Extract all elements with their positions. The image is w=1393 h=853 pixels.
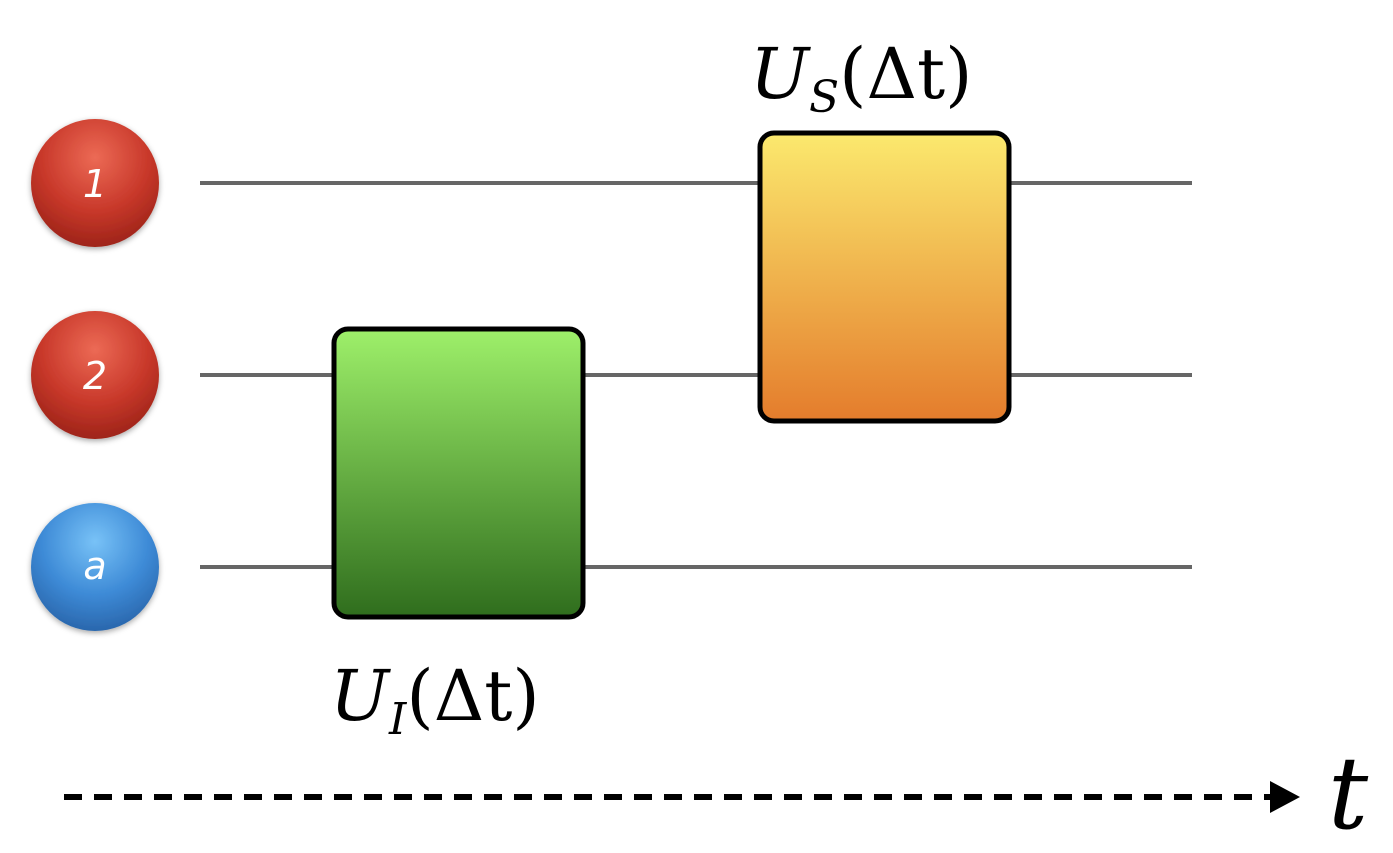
gate-interaction-label: UI(Δt) bbox=[330, 655, 540, 745]
gate-interaction-letter: U bbox=[330, 655, 391, 737]
gate-system bbox=[757, 130, 1012, 424]
gate-system-subscript: S bbox=[809, 72, 839, 123]
gate-interaction-argument: (Δt) bbox=[406, 655, 539, 737]
gate-interaction bbox=[331, 326, 586, 620]
time-axis-arrowhead bbox=[1270, 781, 1300, 813]
gate-system-letter: U bbox=[750, 33, 811, 115]
gate-interaction-subscript: I bbox=[388, 694, 408, 745]
qubit-2: 2 bbox=[31, 311, 159, 439]
qubit-1-label: 1 bbox=[83, 162, 107, 206]
qubit-a: a bbox=[31, 503, 159, 631]
qubit-2-label: 2 bbox=[83, 354, 107, 398]
gate-system-argument: (Δt) bbox=[839, 33, 972, 115]
qubit-a-label: a bbox=[83, 544, 106, 588]
time-axis-label: t bbox=[1328, 735, 1369, 852]
qubit-1: 1 bbox=[31, 119, 159, 247]
gate-system-label: US(Δt) bbox=[750, 33, 972, 123]
